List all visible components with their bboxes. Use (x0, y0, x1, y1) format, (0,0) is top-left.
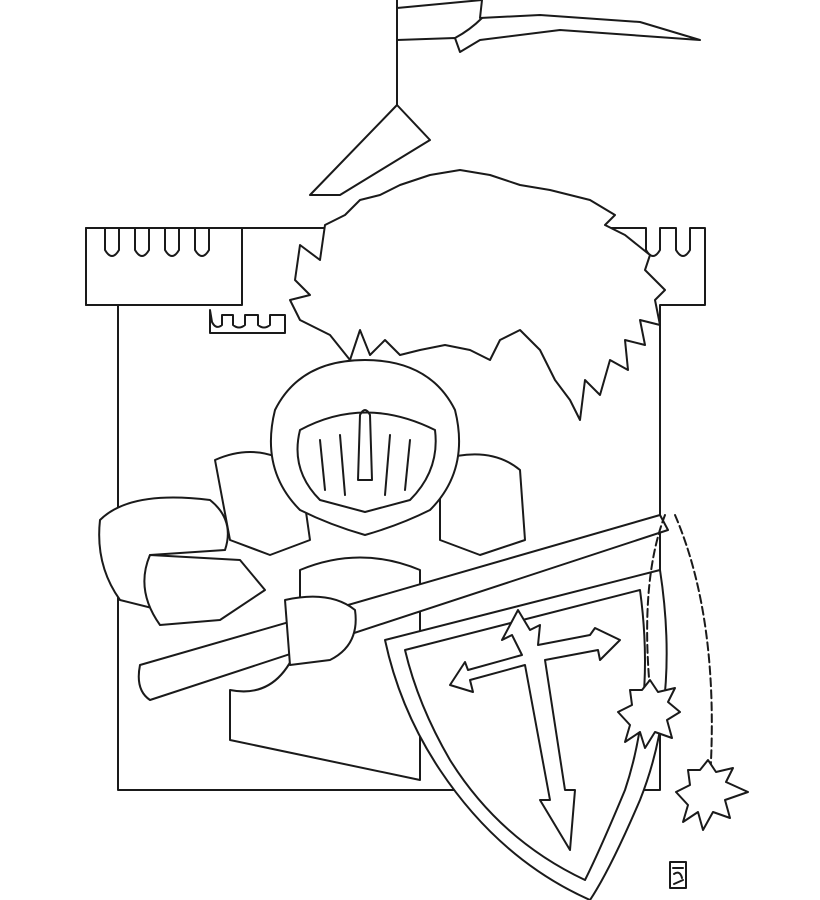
cross-emblem (449, 609, 621, 851)
spiked-ball (675, 759, 749, 831)
artist-monogram (669, 861, 687, 889)
axe (137, 514, 669, 701)
flail (617, 514, 749, 831)
shield (384, 569, 668, 900)
helmet (269, 359, 461, 536)
spiked-ball (617, 679, 681, 749)
flag (396, 0, 701, 106)
plume (289, 169, 666, 421)
tower-roof (309, 104, 431, 196)
